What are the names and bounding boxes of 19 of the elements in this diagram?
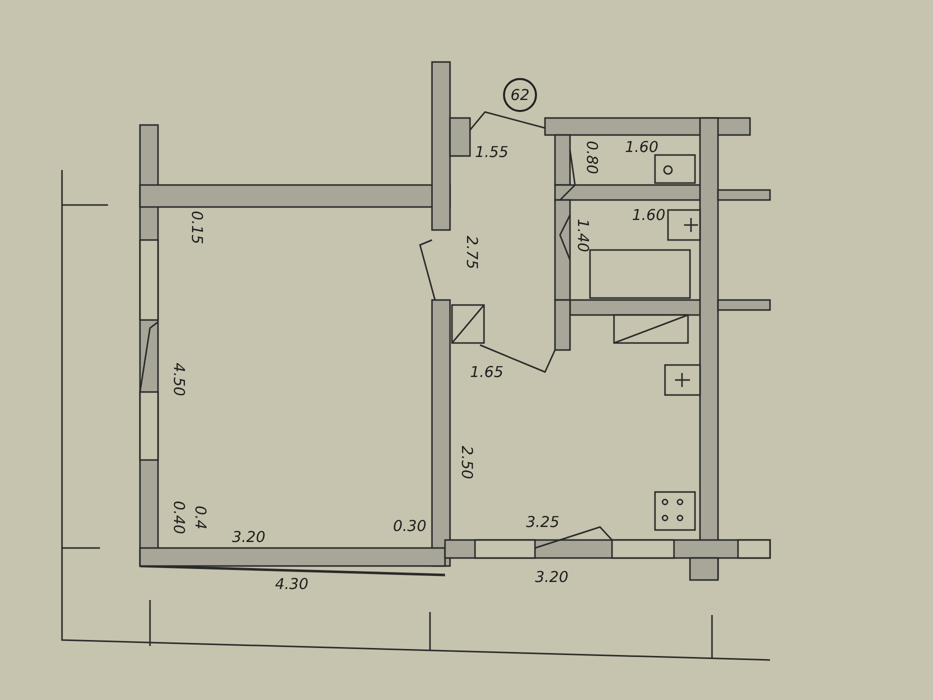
dimension-label: 0.80 (584, 140, 600, 174)
dimension-label: 0.40 (171, 500, 186, 534)
dimension-label: 1.60 (625, 140, 658, 155)
dimension-label: 0.4 (192, 506, 208, 530)
dimension-label: 1.40 (575, 218, 590, 252)
dimension-label: 3.25 (526, 515, 560, 530)
dimension-label: 3.20 (232, 530, 266, 545)
dimension-label: 0.30 (393, 519, 426, 534)
dimension-label: 4.30 (275, 577, 308, 592)
room-number: 62 (510, 86, 530, 104)
dimension-label: 3.20 (535, 570, 568, 585)
dimension-label: 2.75 (464, 236, 480, 270)
dimension-label: 1.55 (475, 145, 508, 160)
dimension-label: 1.65 (470, 365, 504, 380)
dimension-label: 4.50 (171, 362, 186, 396)
room-number-circle (503, 78, 537, 112)
dimension-label: 2.50 (459, 446, 474, 480)
dimension-label: 0.15 (189, 210, 204, 244)
dimension-label: 1.60 (632, 208, 666, 223)
